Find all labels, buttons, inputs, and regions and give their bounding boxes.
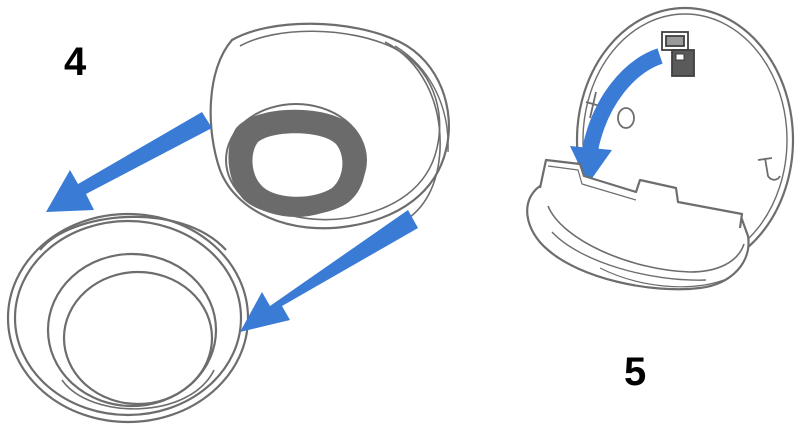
dome-sensor-window [226,104,366,216]
step-number-5: 5 [624,352,646,392]
arrow-icon [46,112,212,212]
housing-ring [8,214,248,422]
step-number-4: 4 [64,42,86,82]
